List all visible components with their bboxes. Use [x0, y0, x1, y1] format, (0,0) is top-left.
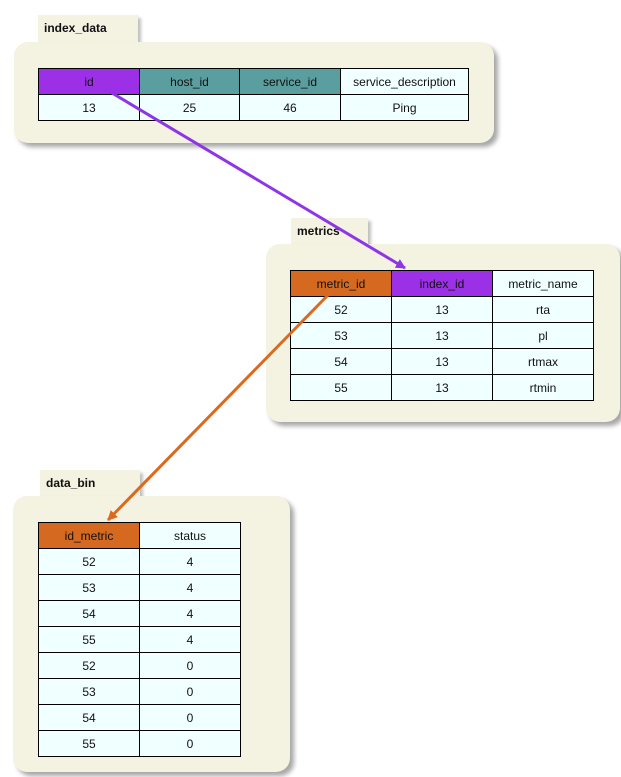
table-cell: 54	[38, 600, 140, 627]
table-cell: 0	[139, 730, 241, 757]
table-cell: rtmin	[492, 374, 594, 401]
column-header-host-id: host_id	[139, 68, 240, 95]
table-cell: 54	[38, 704, 140, 731]
table-cell: rta	[492, 296, 594, 323]
table-cell: 52	[38, 548, 140, 575]
column-header-metric-id: metric_id	[290, 270, 392, 297]
table-cell: pl	[492, 322, 594, 349]
index-data-tab: index_data	[38, 15, 138, 45]
table-cell: 53	[38, 574, 140, 601]
column-header-status: status	[139, 522, 241, 549]
relation-arrow-index-data-to-metrics	[111, 91, 406, 270]
column-header-service-id: service_id	[239, 68, 341, 95]
table-cell: 4	[139, 574, 241, 601]
table-cell: 4	[139, 600, 241, 627]
column-header-metric-name: metric_name	[492, 270, 594, 297]
table-cell: 13	[391, 374, 493, 401]
table-cell: 13	[391, 296, 493, 323]
table-cell: 53	[38, 678, 140, 705]
relation-arrow-metrics-to-data-bin	[106, 291, 332, 522]
table-cell: 54	[290, 348, 392, 375]
metrics-title: metrics	[297, 224, 340, 238]
table-cell: 4	[139, 548, 241, 575]
table-cell: 13	[391, 322, 493, 349]
table-cell: 55	[290, 374, 392, 401]
table-cell: 0	[139, 704, 241, 731]
table-cell: 4	[139, 626, 241, 653]
data-bin-tab: data_bin	[40, 470, 140, 500]
index-data-title: index_data	[44, 21, 107, 35]
data-bin-title: data_bin	[46, 476, 96, 490]
table-cell: Ping	[340, 94, 469, 121]
table-cell: 0	[139, 678, 241, 705]
table-cell: 55	[38, 626, 140, 653]
table-cell: 52	[38, 652, 140, 679]
column-header-service-description: service_description	[340, 68, 469, 95]
table-cell: 13	[391, 348, 493, 375]
column-header-id-metric: id_metric	[38, 522, 140, 549]
table-cell: 52	[290, 296, 392, 323]
table-cell: 25	[139, 94, 240, 121]
table-cell: 0	[139, 652, 241, 679]
column-header-index-id: index_id	[391, 270, 493, 297]
table-cell: 46	[239, 94, 341, 121]
